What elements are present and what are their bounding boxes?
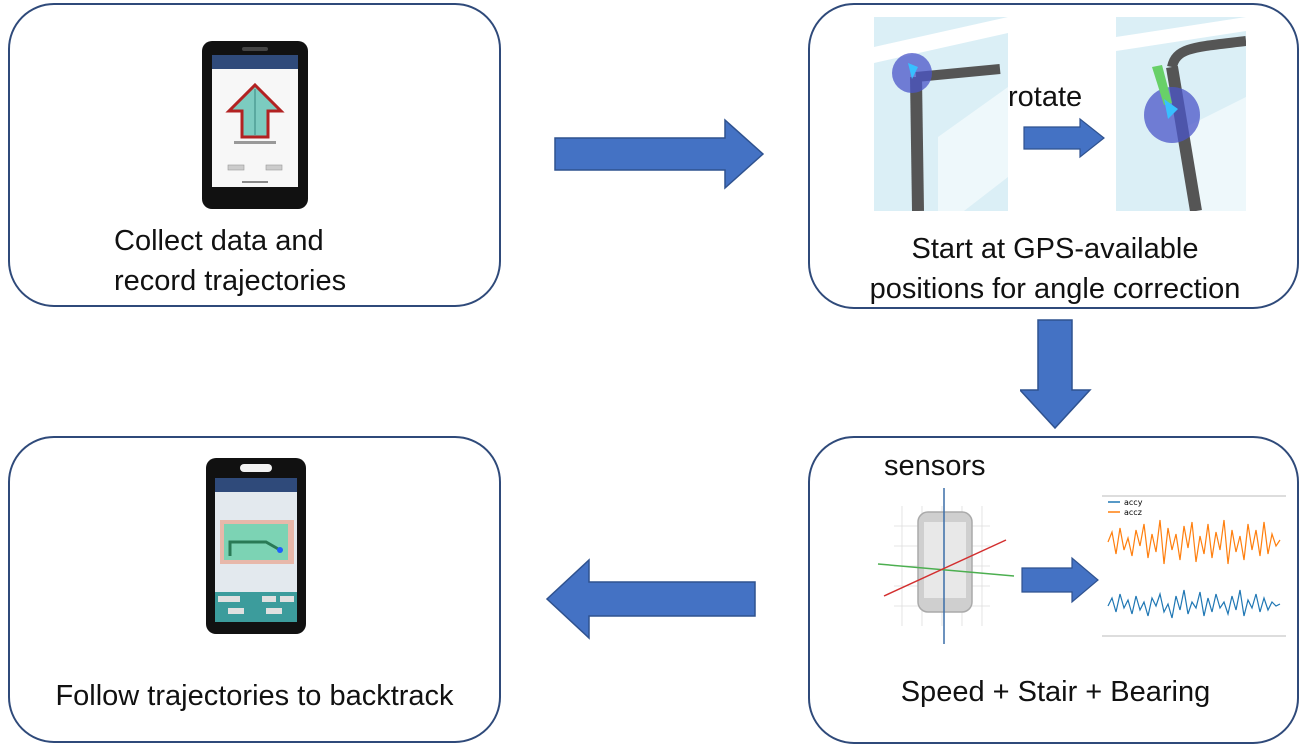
caption-line: Collect data and xyxy=(114,225,324,257)
legend-accz: accz xyxy=(1124,508,1142,517)
rotate-label: rotate xyxy=(1008,81,1083,113)
step-backtrack-caption: Follow trajectories to backtrack xyxy=(55,680,454,712)
step-backtrack-box: Follow trajectories to backtrack xyxy=(8,436,501,743)
step-calibrate-box: rotate Start at GPS-available positions … xyxy=(808,3,1299,309)
phone-map-icon xyxy=(206,458,306,634)
step-collect-caption: Collect data and record trajectories xyxy=(114,221,346,301)
flow-arrow-down xyxy=(1020,318,1092,430)
accy-series xyxy=(1107,589,1281,619)
flow-arrow-right xyxy=(553,118,767,190)
flow-arrow-left xyxy=(545,556,757,642)
step-sense-box: sensors accy xyxy=(808,436,1299,744)
rotate-arrow xyxy=(1022,117,1106,159)
axis-phone-illustration xyxy=(874,486,1018,646)
caption-line: positions for angle correction xyxy=(869,273,1241,305)
map-after-rotation xyxy=(1116,17,1246,211)
sensors-label: sensors xyxy=(884,450,986,482)
signal-arrow xyxy=(1020,556,1100,604)
caption-line: record trajectories xyxy=(114,265,347,297)
step-calibrate-caption: Start at GPS-available positions for ang… xyxy=(840,229,1270,309)
phone-icon xyxy=(202,41,308,209)
step-sense-caption: Speed + Stair + Bearing xyxy=(900,676,1211,708)
signal-chart: accy accz xyxy=(1102,494,1286,638)
step-collect-box: Collect data and record trajectories xyxy=(8,3,501,307)
caption-line: Start at GPS-available xyxy=(911,233,1199,265)
legend-accy: accy xyxy=(1124,498,1143,507)
map-before-rotation xyxy=(874,17,1008,211)
accz-series xyxy=(1107,519,1281,565)
